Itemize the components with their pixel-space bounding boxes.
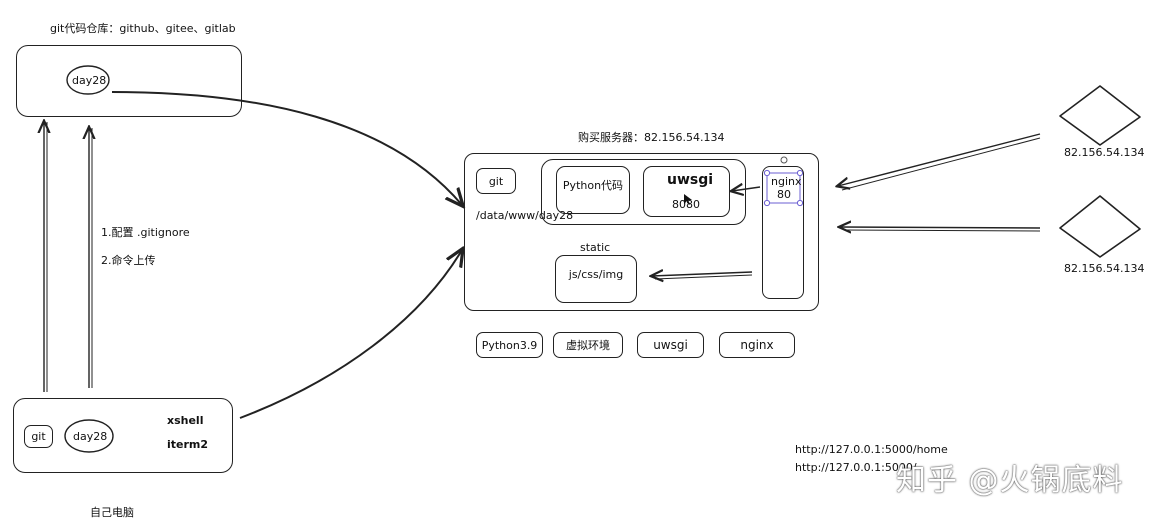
repo-node-ellipse [66,65,110,95]
static-label: static [580,241,611,254]
uwsgi-box[interactable] [643,166,730,217]
client2-to-nginx-arrow [840,227,1041,228]
server-box[interactable] [464,153,819,311]
selection-handle-bl [763,199,771,207]
nginx-to-uwsgi-arrow [732,187,761,191]
static-box[interactable]: js/css/img [555,255,637,303]
client1-diamond [1059,85,1141,146]
url-root[interactable]: http://127.0.0.1:5000/ [795,461,917,474]
tool-iterm2: iterm2 [167,438,209,451]
client2-diamond [1059,195,1141,258]
nginx-selection [766,172,801,204]
server-git-box[interactable]: git [476,168,516,194]
nginx-column[interactable] [762,166,804,299]
local-git-box[interactable]: git [24,425,53,448]
local-pc-box[interactable] [13,398,233,473]
repo-to-server-arrow [111,91,462,205]
repo-title: git代码仓库：github、gitee、gitlab [50,22,236,35]
server-title: 购买服务器：82.156.54.134 [578,131,725,144]
local-caption: 自己电脑 [90,506,134,519]
selection-handle-top [780,156,788,164]
nginx-name: nginx [771,175,802,188]
client1-to-nginx-arrow-2 [841,137,1041,191]
local-node-label: day28 [73,430,108,443]
local-to-server-arrow [239,250,462,419]
selection-handle-br [796,199,804,207]
url-home[interactable]: http://127.0.0.1:5000/home [795,443,948,456]
python-code-box[interactable]: Python代码 [556,166,630,214]
client2-to-nginx-arrow-2 [843,229,1041,232]
repo-box[interactable] [16,45,242,117]
mouse-cursor [684,194,692,205]
nginx-port: 80 [777,188,791,201]
uwsgi-name: uwsgi [667,172,714,188]
watermark: 知乎 @火锅底料 [896,463,1124,498]
client1-ip: 82.156.54.134 [1064,146,1145,159]
nginx-to-static-arrow [652,272,753,276]
app-container [541,159,746,225]
uwsgi-port: 8080 [672,198,700,211]
client2-ip: 82.156.54.134 [1064,262,1145,275]
stack-python[interactable]: Python3.9 [476,332,543,358]
repo-node-label: day28 [72,74,107,87]
stack-venv[interactable]: 虚拟环境 [553,332,623,358]
tool-xshell: xshell [167,414,204,427]
local-node-ellipse [64,419,114,453]
stack-nginx[interactable]: nginx [719,332,795,358]
client1-to-nginx-arrow [838,133,1041,186]
nginx-to-static-arrow-2 [654,274,753,280]
step-2-label: 2.命令上传 [101,254,156,267]
step-1-label: 1.配置 .gitignore [101,226,190,239]
stack-uwsgi[interactable]: uwsgi [637,332,704,358]
